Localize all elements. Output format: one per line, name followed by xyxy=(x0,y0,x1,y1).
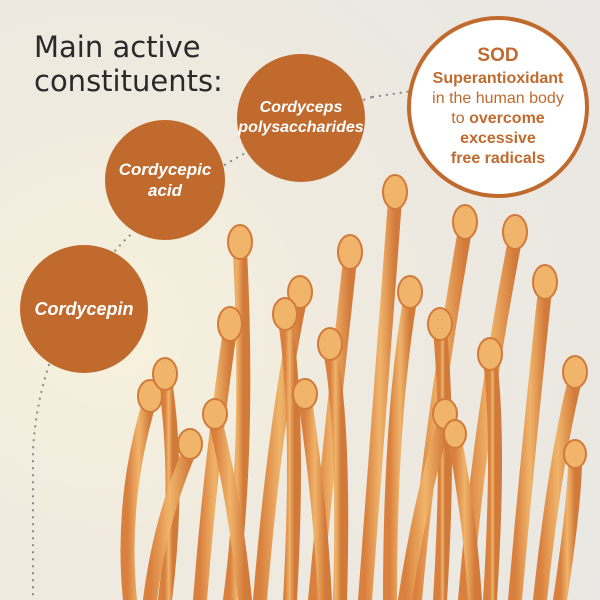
sod-callout: SOD Superantioxidant in the human body t… xyxy=(407,16,589,198)
polysaccharides-line-2: polysaccharides xyxy=(238,119,364,136)
sod-line-3-prefix: to xyxy=(451,109,470,127)
sod-line-4: excessive xyxy=(460,129,536,147)
sod-title: SOD xyxy=(477,44,519,66)
sod-line-1: Superantioxidant xyxy=(432,69,564,87)
sod-line-3-bold: overcome xyxy=(469,109,545,127)
title-line-1: Main active xyxy=(34,30,201,64)
page-title: Main active constituents: xyxy=(34,30,223,98)
sod-line-3: to overcome xyxy=(451,109,544,129)
constituent-bubble-cordycepin: Cordycepin xyxy=(20,245,148,373)
sod-line-2: in the human body xyxy=(432,89,564,107)
acid-line-2: acid xyxy=(147,181,183,200)
cordycepin-line-1: Cordycepin xyxy=(34,299,134,319)
sod-line-5: free radicals xyxy=(450,149,546,167)
acid-line-1: Cordycepic xyxy=(118,160,212,179)
constituent-bubble-polysaccharides: Cordyceps polysaccharides xyxy=(237,54,365,182)
polysaccharides-line-1: Cordyceps xyxy=(259,99,343,116)
constituent-bubble-cordycepic-acid: Cordycepic acid xyxy=(105,120,225,240)
title-line-2: constituents: xyxy=(34,64,223,98)
